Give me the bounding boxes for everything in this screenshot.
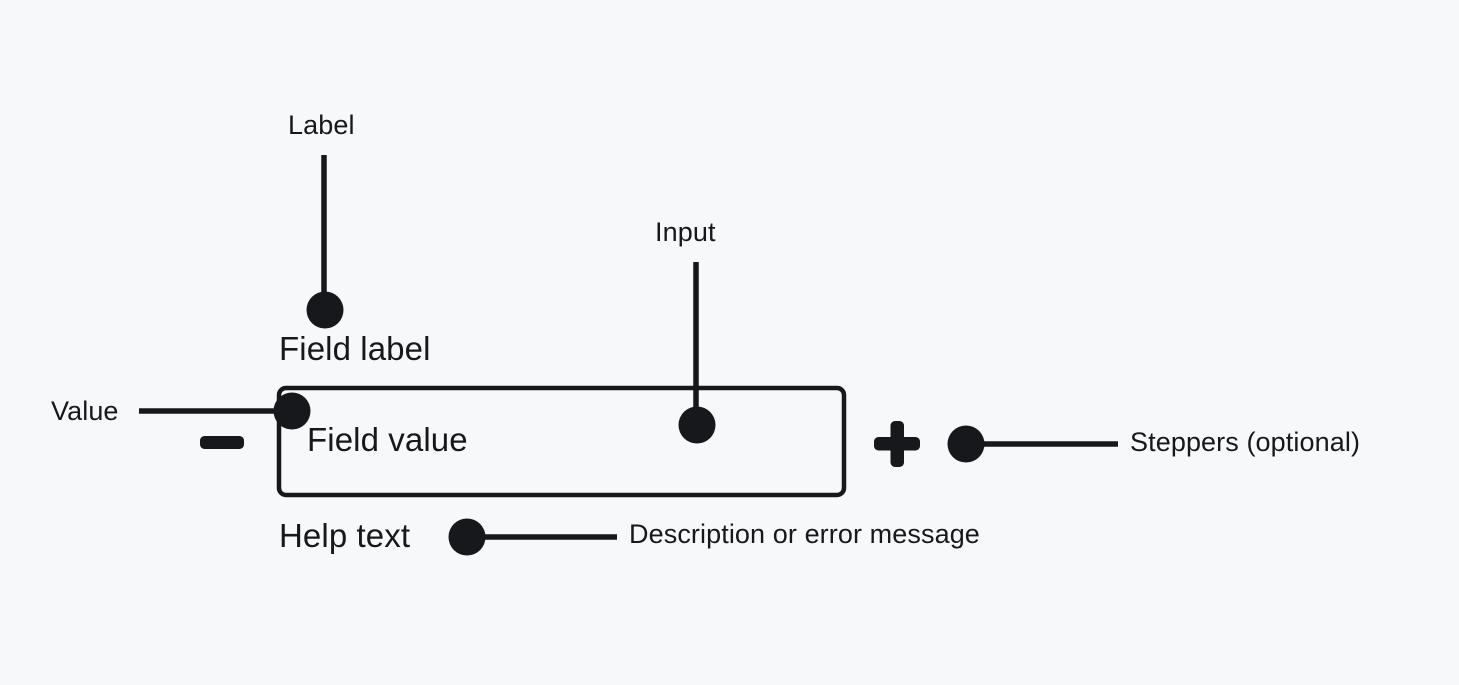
field-value-text[interactable]: Field value [307, 421, 468, 458]
steppers-callout-dot [947, 425, 985, 463]
input-callout-dot [678, 406, 716, 444]
callout-label-value: Value [51, 396, 119, 426]
minus-icon[interactable] [200, 436, 244, 449]
plus-icon[interactable] [874, 421, 920, 467]
help-text-callout-dot [448, 518, 486, 556]
callout-label-label: Label [288, 110, 355, 140]
input-field-outline[interactable] [276, 385, 847, 498]
callout-label-help-text: Help text [279, 517, 411, 554]
label-callout-dot [306, 291, 344, 329]
value-callout-dot [273, 392, 311, 430]
help-message-text: Description or error message [629, 519, 980, 549]
callout-label-steppers: Steppers (optional) [1130, 427, 1361, 457]
field-label-text: Field label [279, 330, 431, 367]
callout-label-input: Input [655, 217, 716, 247]
